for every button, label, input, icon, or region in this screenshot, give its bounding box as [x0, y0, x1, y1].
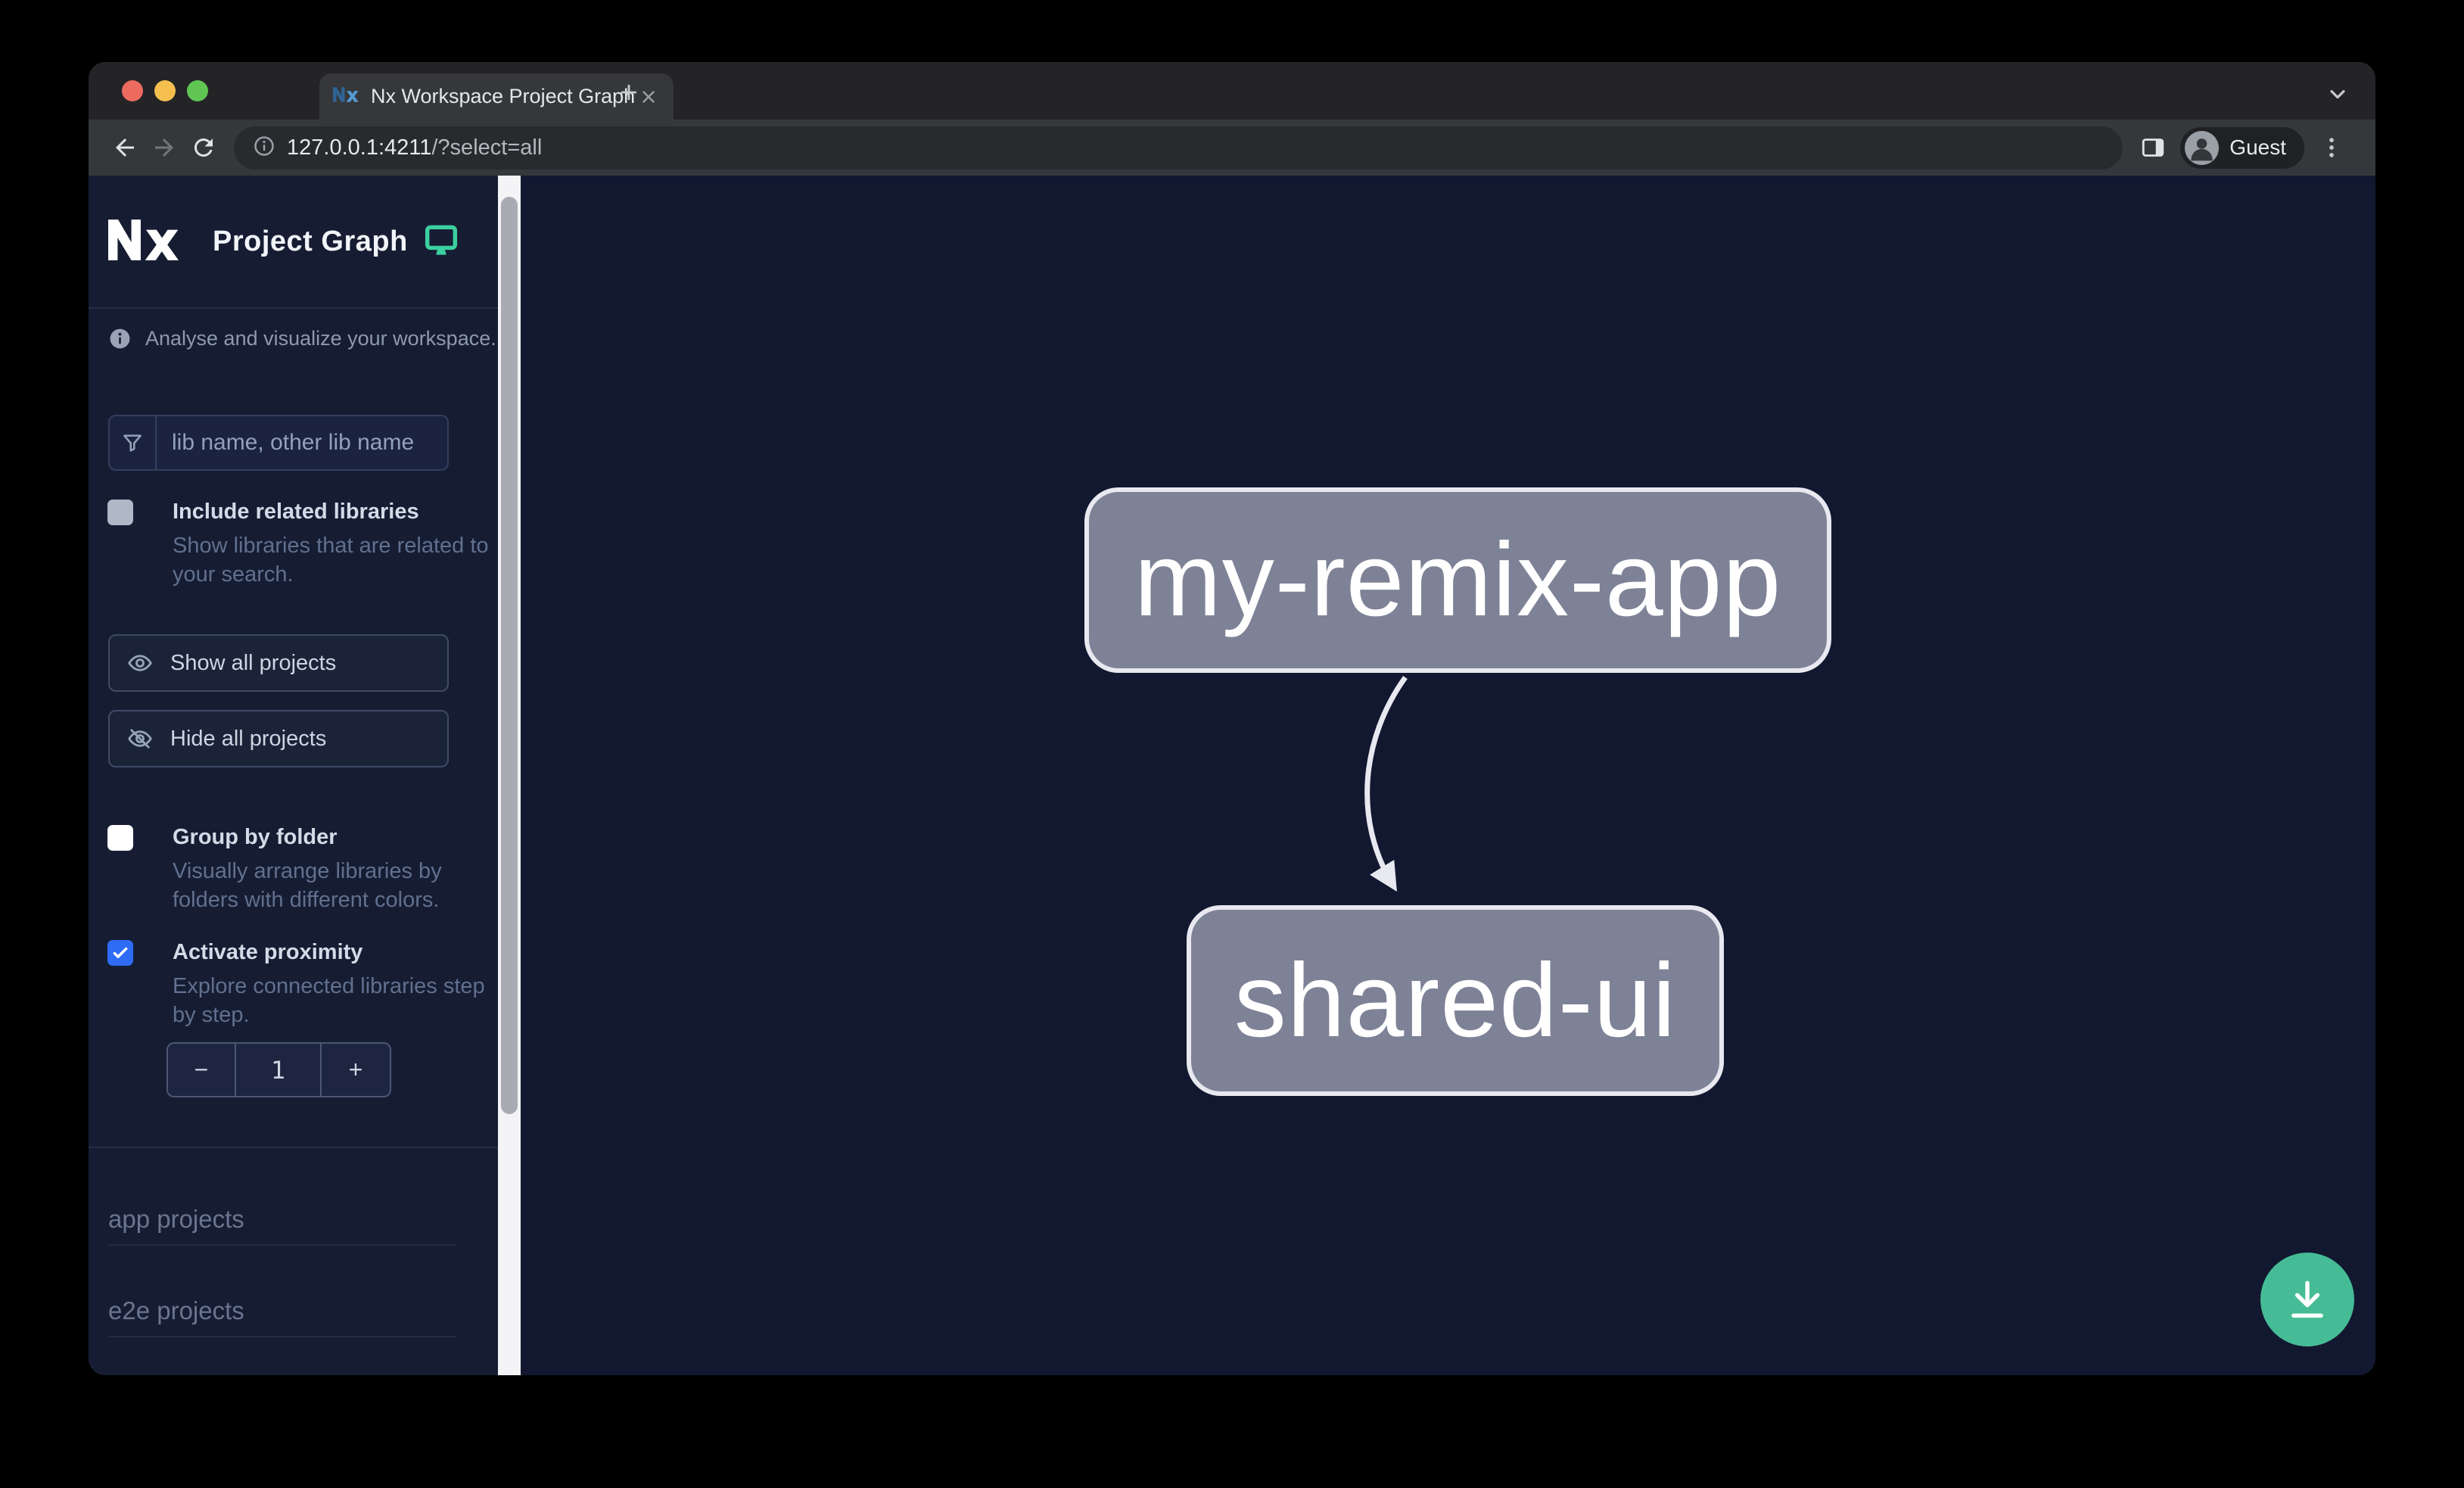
project-filter [108, 415, 449, 471]
browser-window: Nx Workspace Project Graph [89, 62, 2375, 1375]
site-info-icon[interactable] [252, 134, 276, 162]
address-bar[interactable]: 127.0.0.1:4211/?select=all [234, 126, 2123, 170]
sidebar-header: Project Graph [89, 176, 498, 309]
new-tab-button[interactable] [611, 74, 647, 111]
checkbox-label: Activate proximity [173, 940, 363, 964]
graph-node-shared-ui[interactable]: shared-ui [1187, 905, 1724, 1096]
browser-tab[interactable]: Nx Workspace Project Graph [319, 73, 674, 120]
include-related-checkbox[interactable] [107, 500, 133, 525]
download-icon [2291, 1281, 2323, 1318]
side-panel-icon[interactable] [2133, 128, 2173, 167]
section-app-projects[interactable]: app projects [108, 1205, 456, 1246]
decrement-button[interactable]: − [168, 1044, 236, 1096]
window-controls [122, 80, 208, 101]
url-text: 127.0.0.1:4211/?select=all [287, 135, 542, 160]
profile-name: Guest [2229, 135, 2286, 159]
url-host: 127.0.0.1:4211 [287, 135, 432, 160]
proximity-depth-stepper: − 1 + [166, 1042, 391, 1097]
include-related-row: Include related libraries Show libraries… [107, 498, 490, 589]
workspace-tagline: Analyse and visualize your workspace. [108, 327, 496, 350]
checkbox-description: Visually arrange libraries by folders wi… [173, 859, 442, 912]
node-label: shared-ui [1234, 942, 1677, 1059]
activate-proximity-checkbox[interactable] [107, 940, 133, 966]
url-path: /?select=all [431, 135, 543, 160]
show-all-projects-button[interactable]: Show all projects [108, 634, 449, 692]
theme-monitor-icon[interactable] [422, 221, 460, 263]
close-window-button[interactable] [122, 80, 143, 101]
checkbox-label: Include related libraries [173, 500, 419, 524]
profile-button[interactable]: Guest [2180, 126, 2304, 169]
fullscreen-window-button[interactable] [187, 80, 208, 101]
depth-value: 1 [270, 1055, 286, 1085]
reload-button[interactable] [184, 128, 223, 167]
check-icon [113, 947, 128, 958]
browser-menu-icon[interactable] [2312, 128, 2351, 167]
nx-favicon [333, 86, 359, 107]
checkbox-description: Show libraries that are related to your … [173, 534, 489, 587]
back-button[interactable] [105, 128, 145, 167]
graph-edge [1364, 675, 1408, 892]
checkbox-description: Explore connected libraries step by step… [173, 974, 485, 1027]
checkbox-label: Group by folder [173, 825, 338, 849]
nx-logo [108, 219, 179, 264]
sidebar: Project Graph Analyse and visualize your… [89, 176, 498, 1375]
browser-toolbar: 127.0.0.1:4211/?select=all Guest [89, 120, 2375, 176]
filter-funnel-icon [110, 416, 157, 469]
page-title: Project Graph [213, 225, 408, 257]
download-graph-button[interactable] [2260, 1253, 2354, 1346]
tab-search-chevron-icon[interactable] [2322, 79, 2353, 109]
tab-close-icon[interactable] [636, 84, 661, 110]
avatar [2185, 130, 2220, 165]
page-content: Project Graph Analyse and visualize your… [89, 176, 2375, 1375]
node-label: my-remix-app [1134, 521, 1782, 638]
tab-title: Nx Workspace Project Graph [371, 85, 636, 107]
activate-proximity-row: Activate proximity Explore connected lib… [107, 939, 490, 1029]
graph-node-my-remix-app[interactable]: my-remix-app [1084, 487, 1831, 673]
eye-off-icon [128, 729, 152, 749]
group-by-folder-row: Group by folder Visually arrange librari… [107, 823, 490, 914]
hide-all-projects-button[interactable]: Hide all projects [108, 710, 449, 767]
tab-strip: Nx Workspace Project Graph [89, 62, 2375, 120]
group-by-folder-checkbox[interactable] [107, 825, 133, 851]
scrollbar-thumb[interactable] [501, 197, 518, 1114]
minimize-window-button[interactable] [154, 80, 176, 101]
forward-button[interactable] [145, 128, 184, 167]
filter-input[interactable] [157, 416, 447, 469]
sidebar-scrollbar[interactable] [498, 176, 521, 1375]
graph-canvas[interactable]: my-remix-app shared-ui [521, 176, 2375, 1375]
eye-icon [128, 655, 152, 671]
info-icon [110, 328, 130, 349]
section-e2e-projects[interactable]: e2e projects [108, 1297, 456, 1337]
increment-button[interactable]: + [320, 1044, 390, 1096]
sidebar-divider [89, 1147, 498, 1148]
